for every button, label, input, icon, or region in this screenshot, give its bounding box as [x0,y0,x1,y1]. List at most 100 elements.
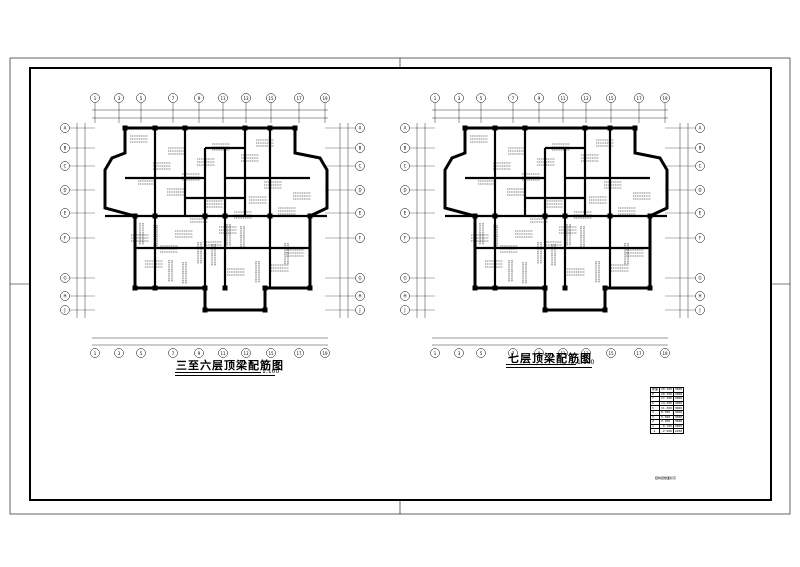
axis-bubble-bottom [218,348,228,358]
axis-label: D [403,188,406,193]
axis-bubble-top [266,93,276,103]
axis-label: D [358,188,361,193]
axis-bubble-top [606,93,616,103]
axis-bubble-top [634,93,644,103]
axis-label: 9 [538,351,541,356]
axis-bubble-right [355,273,365,283]
axis-bubble-right [695,143,705,153]
axis-label: C [64,164,67,169]
axis-label: C [404,164,407,169]
column [132,285,138,291]
axis-label: J [403,308,405,313]
axis-label: F [64,236,67,241]
column [152,213,158,219]
column [262,307,268,313]
axis-bubble-left [400,208,410,218]
axis-bubble-bottom [581,348,591,358]
axis-label: D [698,188,701,193]
axis-label: 7 [172,351,175,356]
axis-bubble-bottom [114,348,124,358]
axis-bubble-right [695,123,705,133]
axis-label: 5 [140,351,143,356]
axis-label: 13 [243,351,249,356]
column [267,125,273,131]
axis-bubble-bottom [660,348,670,358]
axis-bubble-left [60,161,70,171]
axis-bubble-left [400,143,410,153]
column [292,125,298,131]
axis-label: 7 [512,96,515,101]
column [492,285,498,291]
axis-bubble-right [695,161,705,171]
axis-bubble-bottom [168,348,178,358]
axis-label: J [63,308,65,313]
axis-bubble-left [400,123,410,133]
axis-bubble-left [60,233,70,243]
axis-label: F [404,236,407,241]
column [562,213,568,219]
column [472,285,478,291]
axis-label: J [358,308,360,313]
axis-label: F [359,236,362,241]
right-title-underline-thin [506,367,592,368]
elevation-cell: -2.500 [659,428,674,434]
elevation-cell: -1 [649,428,661,434]
drawing-frame [29,67,772,501]
axis-label: 15 [268,96,274,101]
axis-label: 1 [94,351,97,356]
axis-label: 15 [608,351,614,356]
axis-label: 5 [480,351,483,356]
axis-label: E [404,211,407,216]
axis-label: B [699,146,702,151]
column [542,285,548,291]
axis-label: 13 [583,351,589,356]
axis-label: 19 [662,351,668,356]
axis-bubble-left [60,208,70,218]
axis-bubble-left [60,291,70,301]
axis-label: C [359,164,362,169]
column [307,213,313,219]
axis-label: 3 [458,351,461,356]
axis-label: 11 [560,351,566,356]
column [152,285,158,291]
column [267,213,273,219]
axis-label: 13 [243,96,249,101]
axis-label: B [64,146,67,151]
axis-label: 17 [636,351,642,356]
axis-bubble-right [695,273,705,283]
axis-bubble-top [660,93,670,103]
building-outline [103,126,329,312]
column [632,125,638,131]
axis-bubble-left [400,233,410,243]
axis-bubble-right [695,305,705,315]
column [602,307,608,313]
axis-bubble-left [60,273,70,283]
axis-bubble-right [355,233,365,243]
axis-label: E [64,211,67,216]
axis-bubble-top [320,93,330,103]
axis-bubble-right [355,291,365,301]
axis-label: 19 [662,96,668,101]
axis-bubble-top [136,93,146,103]
axis-bubble-left [400,291,410,301]
axis-label: D [63,188,66,193]
axis-label: 11 [220,96,226,101]
axis-bubble-top [508,93,518,103]
axis-bubble-top [534,93,544,103]
axis-label: 15 [608,96,614,101]
axis-bubble-bottom [136,348,146,358]
column [132,213,138,219]
axis-bubble-right [695,208,705,218]
right-plan-scale: 1:100 [577,359,595,366]
floor-elevation-caption: 结构层楼面标高 [655,476,677,480]
axis-bubble-left [60,305,70,315]
column [647,285,653,291]
axis-bubble-top [218,93,228,103]
axis-label: 13 [583,96,589,101]
axis-label: 17 [296,96,302,101]
axis-bubble-bottom [606,348,616,358]
axis-label: G [63,276,66,281]
axis-label: G [358,276,361,281]
axis-bubble-right [355,161,365,171]
